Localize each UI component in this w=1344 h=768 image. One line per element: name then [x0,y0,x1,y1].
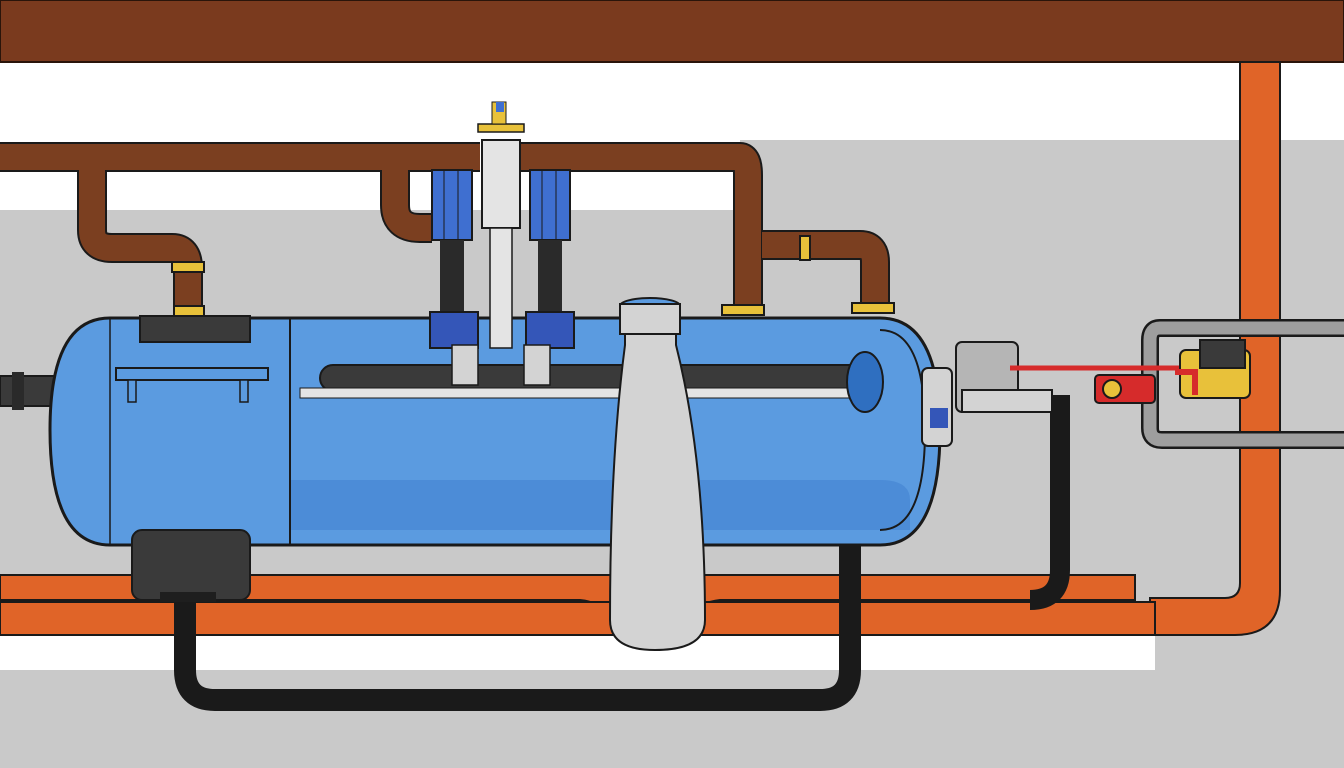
black-return-hose [174,395,1070,711]
fitting-left [171,261,205,273]
tank-top-cap [139,315,251,343]
fitting-right [851,302,895,314]
fitting-left-base [173,305,205,317]
fitting-mid [721,304,765,316]
brass-fittings [171,235,895,317]
tank-bottom-base [131,529,251,601]
vertical-drain-pipe [608,297,707,652]
right-vertical-orange-pipe [1149,61,1281,636]
copper-inlet-pipes [0,142,890,310]
internal-rod [319,364,876,392]
pressure-gauge-assembly [921,339,1251,447]
ceiling-beam [0,0,1344,63]
central-valve-assembly [429,101,575,386]
tank-bracket [115,367,269,381]
horizontal-water-tank [48,315,942,602]
fitting-elbow [799,235,811,261]
